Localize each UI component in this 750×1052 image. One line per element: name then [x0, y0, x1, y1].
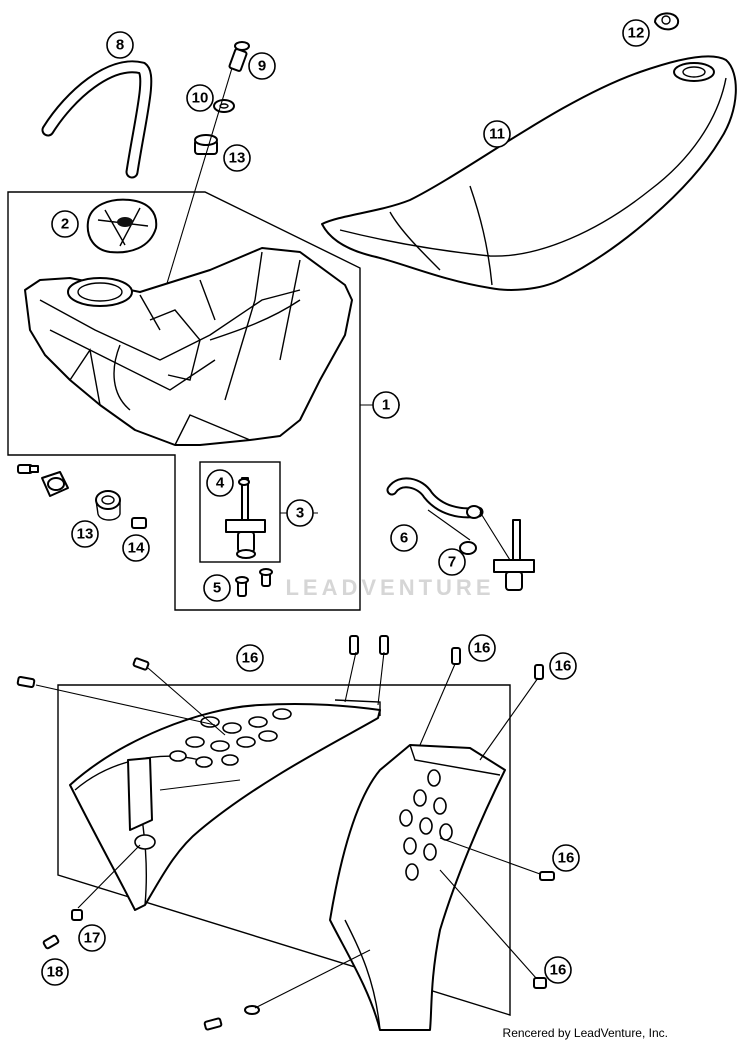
svg-text:13: 13 [229, 150, 246, 167]
svg-text:11: 11 [489, 126, 505, 143]
spacer-nut [131, 517, 147, 529]
fuel-cap [86, 198, 158, 254]
callout-11: 11 [483, 120, 511, 148]
svg-text:7: 7 [448, 554, 456, 571]
side-cover-assembly-frame [57, 684, 511, 1016]
svg-text:8: 8 [116, 37, 124, 54]
svg-text:16: 16 [242, 650, 259, 667]
callout-8: 8 [106, 31, 134, 59]
callout-10: 10 [186, 84, 214, 112]
callout-4: 4 [206, 469, 234, 497]
callout-16-right-bottom: 16 [544, 956, 572, 984]
seat-bolt [228, 41, 250, 72]
fuel-tank [24, 247, 353, 446]
svg-text:17: 17 [84, 930, 101, 947]
callout-9: 9 [248, 52, 276, 80]
tap-screw [235, 568, 273, 597]
svg-text:1: 1 [382, 397, 390, 414]
callout-7: 7 [438, 548, 466, 576]
svg-text:16: 16 [555, 658, 572, 675]
svg-text:6: 6 [400, 530, 408, 547]
svg-text:12: 12 [628, 25, 645, 42]
breather-hose [41, 60, 153, 179]
callout-6: 6 [390, 524, 418, 552]
callout-16-center: 16 [236, 644, 264, 672]
o-ring [238, 478, 250, 486]
callout-1: 1 [372, 391, 400, 419]
callout-12: 12 [622, 19, 650, 47]
hose-clamp [459, 505, 482, 555]
fuel-tap [225, 477, 266, 559]
svg-text:2: 2 [61, 216, 69, 233]
svg-text:18: 18 [47, 964, 64, 981]
seat [321, 55, 737, 291]
callout-3: 3 [286, 499, 314, 527]
callout-14: 14 [122, 534, 150, 562]
fuel-tap-assembly-frame [199, 461, 281, 563]
washer [213, 99, 235, 113]
svg-text:16: 16 [474, 640, 491, 657]
svg-text:16: 16 [550, 962, 567, 979]
rubber-bushing [95, 490, 121, 521]
left-radiator-cover [69, 699, 381, 911]
svg-text:5: 5 [213, 580, 221, 597]
svg-text:9: 9 [258, 58, 266, 75]
rubber-bushing-left [41, 471, 69, 497]
fuel-tank-assembly-frame [7, 191, 361, 611]
callout-16-right-mid: 16 [552, 844, 580, 872]
fuel-line [386, 477, 484, 519]
seat-clip [654, 12, 680, 31]
tank-screw-left [17, 464, 39, 474]
svg-text:10: 10 [192, 90, 209, 107]
callout-13-top: 13 [223, 144, 251, 172]
callout-18: 18 [41, 958, 69, 986]
callout-5: 5 [203, 574, 231, 602]
svg-text:3: 3 [296, 505, 304, 522]
callout-2: 2 [51, 210, 79, 238]
leader-lines [35, 404, 541, 1009]
watermark: LEADVENTURE [285, 575, 495, 600]
callout-17: 17 [78, 924, 106, 952]
svg-text:14: 14 [128, 540, 145, 557]
callout-13-left: 13 [71, 520, 99, 548]
svg-text:4: 4 [216, 475, 225, 492]
render-credit: Rencered by LeadVenture, Inc. [502, 1026, 668, 1040]
fuel-tap-right [493, 519, 535, 591]
right-radiator-cover [329, 744, 506, 1031]
cover-bolts [16, 635, 555, 1031]
callout-16-top-right: 16 [468, 634, 496, 662]
svg-text:13: 13 [77, 526, 94, 543]
svg-text:16: 16 [558, 850, 575, 867]
rubber-bushing-top [194, 134, 218, 155]
callout-16-far-right: 16 [549, 652, 577, 680]
